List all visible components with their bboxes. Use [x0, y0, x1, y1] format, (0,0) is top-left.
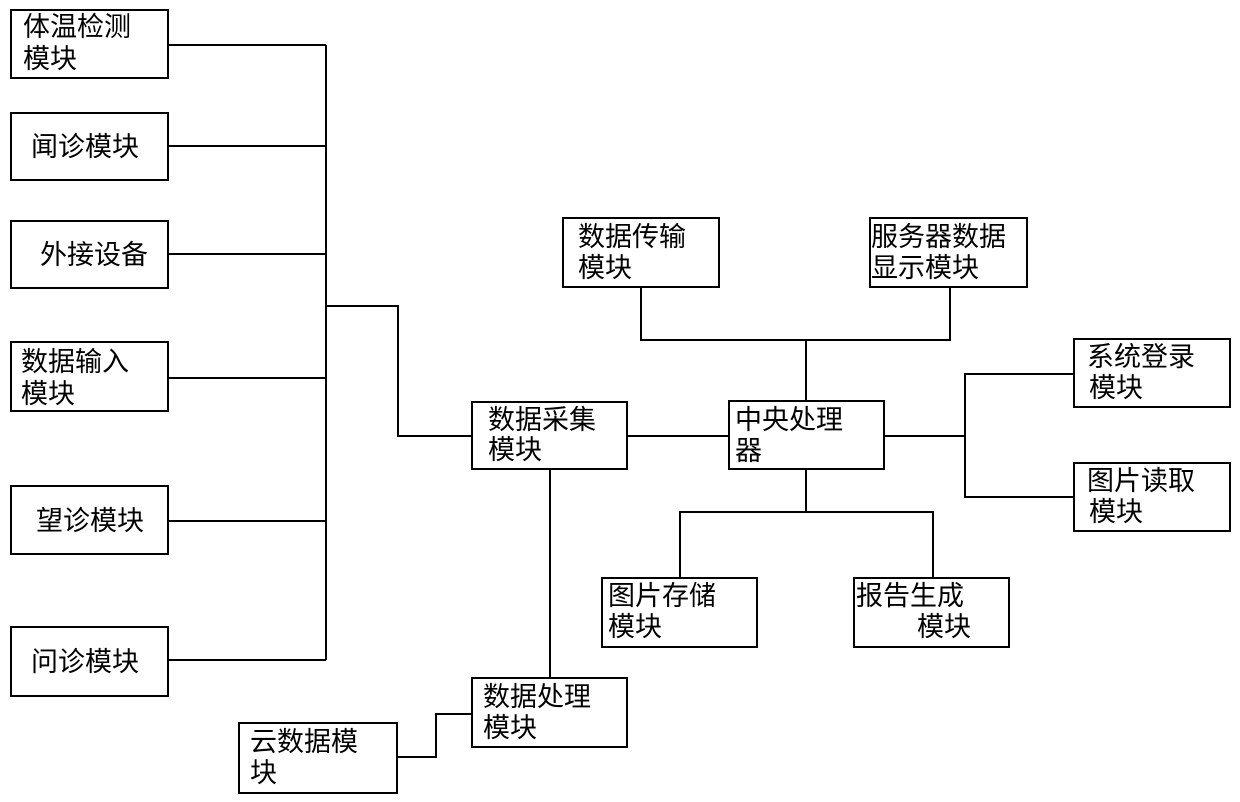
node-imgread-box: 图片读取模块	[1074, 463, 1230, 531]
node-wen2-line-1: 闻诊模块	[31, 132, 139, 163]
svg-text:问诊模块: 问诊模块	[31, 647, 139, 678]
connector-bottom-branch	[680, 512, 933, 578]
node-cpu-line-2: 器	[735, 436, 762, 467]
node-temp-box: 体温检测模块	[11, 10, 168, 78]
node-server-box: 服务器数据显示模块	[870, 218, 1027, 287]
node-process-line-1: 数据处理	[483, 682, 591, 713]
node-process-box: 数据处理模块	[472, 678, 627, 747]
node-login-line-1: 系统登录	[1087, 342, 1195, 373]
node-wang-box: 望诊模块	[11, 486, 168, 554]
node-report-line-2: 模块	[917, 612, 971, 643]
node-temp-line-1: 体温检测	[23, 12, 131, 43]
node-ext-line-1: 外接设备	[40, 240, 148, 271]
node-temp-line-2: 模块	[23, 44, 77, 75]
node-imgstore-line-2: 模块	[608, 612, 662, 643]
node-collect-box: 数据采集模块	[472, 402, 627, 469]
node-wen4-box: 问诊模块	[11, 627, 168, 696]
svg-text:望诊模块: 望诊模块	[36, 506, 144, 537]
node-input-box: 数据输入模块	[11, 342, 168, 411]
node-wang-line-1: 望诊模块	[36, 506, 144, 537]
node-collect-line-2: 模块	[488, 435, 542, 466]
node-login-box: 系统登录模块	[1074, 339, 1230, 407]
node-input-line-1: 数据输入	[21, 347, 129, 378]
node-process-line-2: 模块	[483, 713, 537, 744]
node-cloud-line-2: 块	[250, 758, 277, 789]
svg-text:外接设备: 外接设备	[40, 240, 148, 271]
node-cloud-box: 云数据模块	[239, 723, 397, 793]
node-trans-box: 数据传输模块	[563, 218, 719, 287]
node-server-line-2: 显示模块	[871, 253, 979, 284]
connector-bus-collect	[326, 306, 472, 436]
node-cpu-line-1: 中央处理	[735, 405, 843, 436]
node-wen4-line-1: 问诊模块	[31, 647, 139, 678]
node-wen2-box: 闻诊模块	[11, 113, 168, 180]
node-imgstore-line-1: 图片存储	[608, 581, 716, 612]
node-login-line-2: 模块	[1089, 373, 1143, 404]
svg-text:闻诊模块: 闻诊模块	[31, 132, 139, 163]
node-report-line-1: 报告生成	[856, 581, 964, 612]
node-report-box: 报告生成模块	[854, 578, 1009, 647]
node-server-line-1: 服务器数据	[871, 222, 1006, 253]
node-ext-box: 外接设备	[11, 221, 168, 288]
node-collect-line-1: 数据采集	[488, 405, 596, 436]
node-input-line-2: 模块	[21, 379, 75, 410]
node-imgstore-box: 图片存储模块	[602, 578, 757, 647]
node-imgread-line-1: 图片读取	[1087, 466, 1195, 497]
node-imgread-line-2: 模块	[1089, 497, 1143, 528]
connector-right-branch	[965, 374, 1074, 497]
node-trans-line-1: 数据传输	[578, 222, 686, 253]
node-cloud-line-1: 云数据模	[250, 727, 358, 758]
connector-cloud-process	[397, 714, 472, 757]
node-trans-line-2: 模块	[578, 253, 632, 284]
connector-top-branch	[641, 287, 950, 340]
node-cpu-box: 中央处理器	[729, 401, 884, 469]
